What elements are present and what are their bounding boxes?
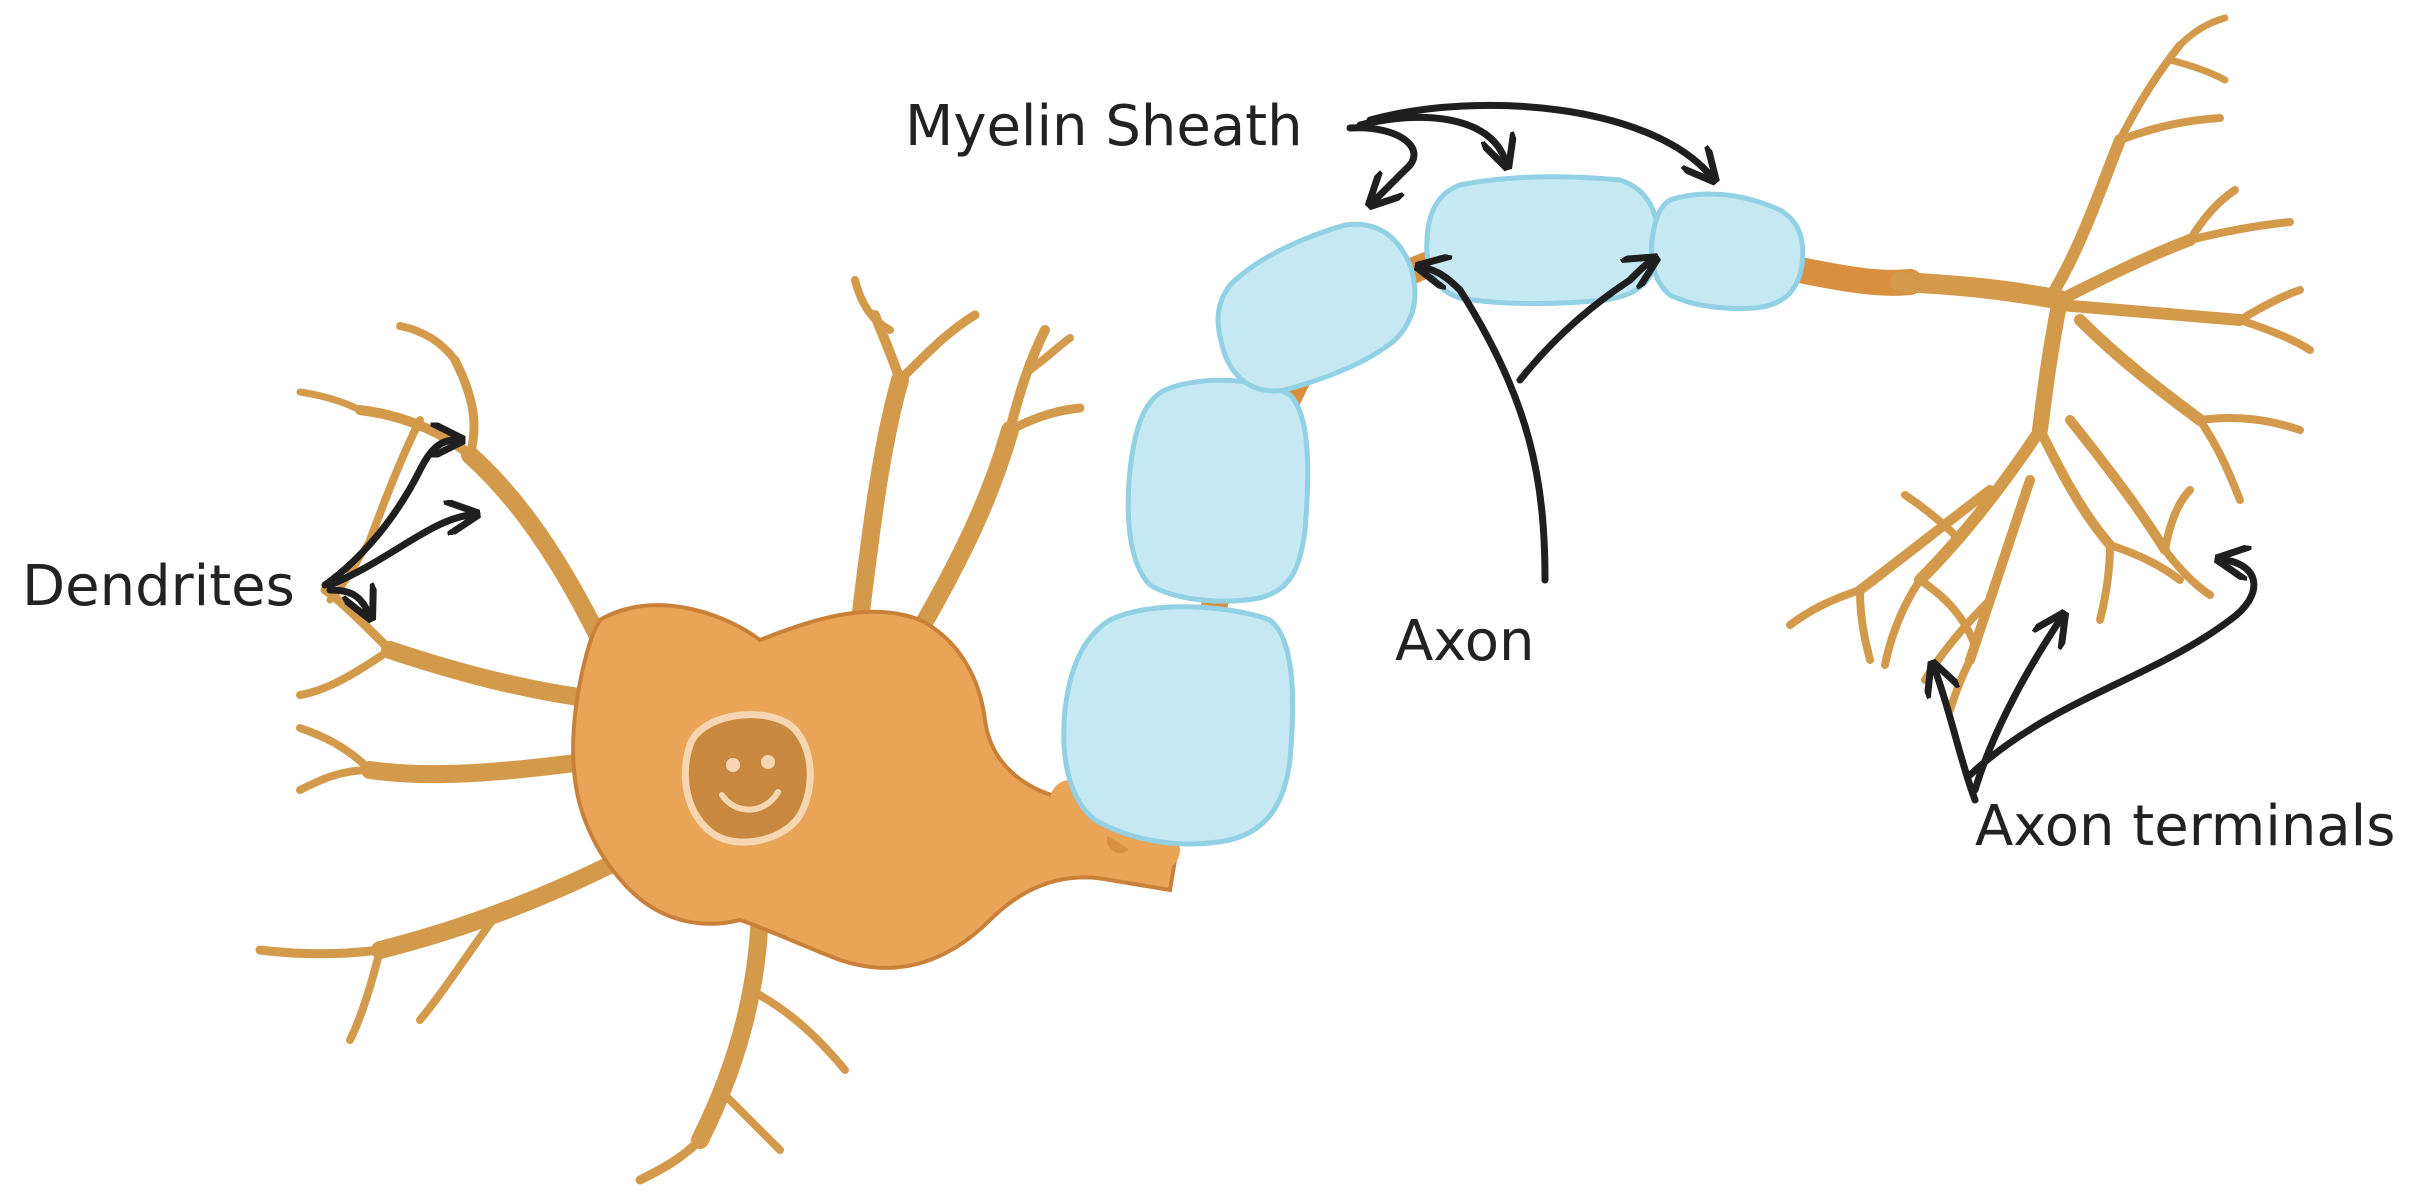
- label-dendrites: Dendrites: [22, 554, 295, 619]
- myelin-sheath-segments: [1064, 177, 1803, 844]
- label-axon-terminals: Axon terminals: [1975, 794, 2395, 859]
- myelin-segment: [1064, 607, 1293, 844]
- myelin-segment: [1128, 380, 1308, 601]
- myelin-segment: [1652, 194, 1803, 308]
- label-axon: Axon: [1395, 609, 1534, 674]
- axon-arrows: [1425, 262, 1650, 580]
- myelin-segment: [1218, 224, 1415, 391]
- label-myelin-sheath: Myelin Sheath: [905, 94, 1303, 159]
- nucleus: [685, 715, 810, 842]
- axon-terminals-group: [1790, 18, 2310, 710]
